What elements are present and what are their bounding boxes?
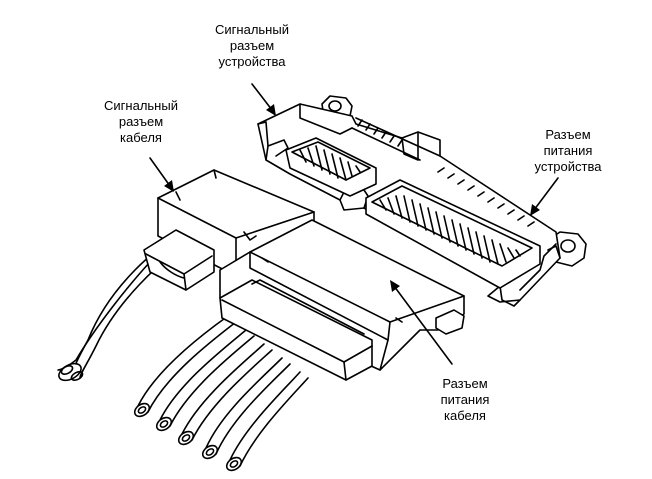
callout-arrows <box>149 83 559 365</box>
device-connector <box>257 95 587 307</box>
device-signal-connector <box>285 137 377 197</box>
label-cable-signal-connector: Сигнальный разъем кабеля <box>96 98 186 146</box>
label-line: кабеля <box>444 408 486 423</box>
cable-power-connector <box>219 219 465 381</box>
label-line: кабеля <box>120 130 162 145</box>
label-device-signal-connector: Сигнальный разъем устройства <box>207 22 297 70</box>
arrow-device-power <box>530 177 559 216</box>
power-cable-wires <box>133 315 309 472</box>
label-line: Сигнальный <box>215 22 289 37</box>
label-line: Разъем <box>442 376 488 391</box>
label-line: Разъем <box>545 127 591 142</box>
arrow-cable-power <box>390 280 453 365</box>
label-line: Сигнальный <box>104 98 178 113</box>
label-cable-power-connector: Разъем питания кабеля <box>420 376 510 424</box>
label-line: разъем <box>118 114 164 129</box>
label-device-power-connector: Разъем питания устройства <box>518 127 618 175</box>
arrow-device-signal <box>251 83 276 116</box>
label-line: устройства <box>534 159 602 174</box>
device-power-connector <box>365 167 541 289</box>
label-line: питания <box>543 143 593 158</box>
arrow-cable-signal <box>149 157 174 192</box>
label-line: питания <box>440 392 490 407</box>
label-line: устройства <box>218 54 286 69</box>
label-line: разъем <box>229 38 275 53</box>
